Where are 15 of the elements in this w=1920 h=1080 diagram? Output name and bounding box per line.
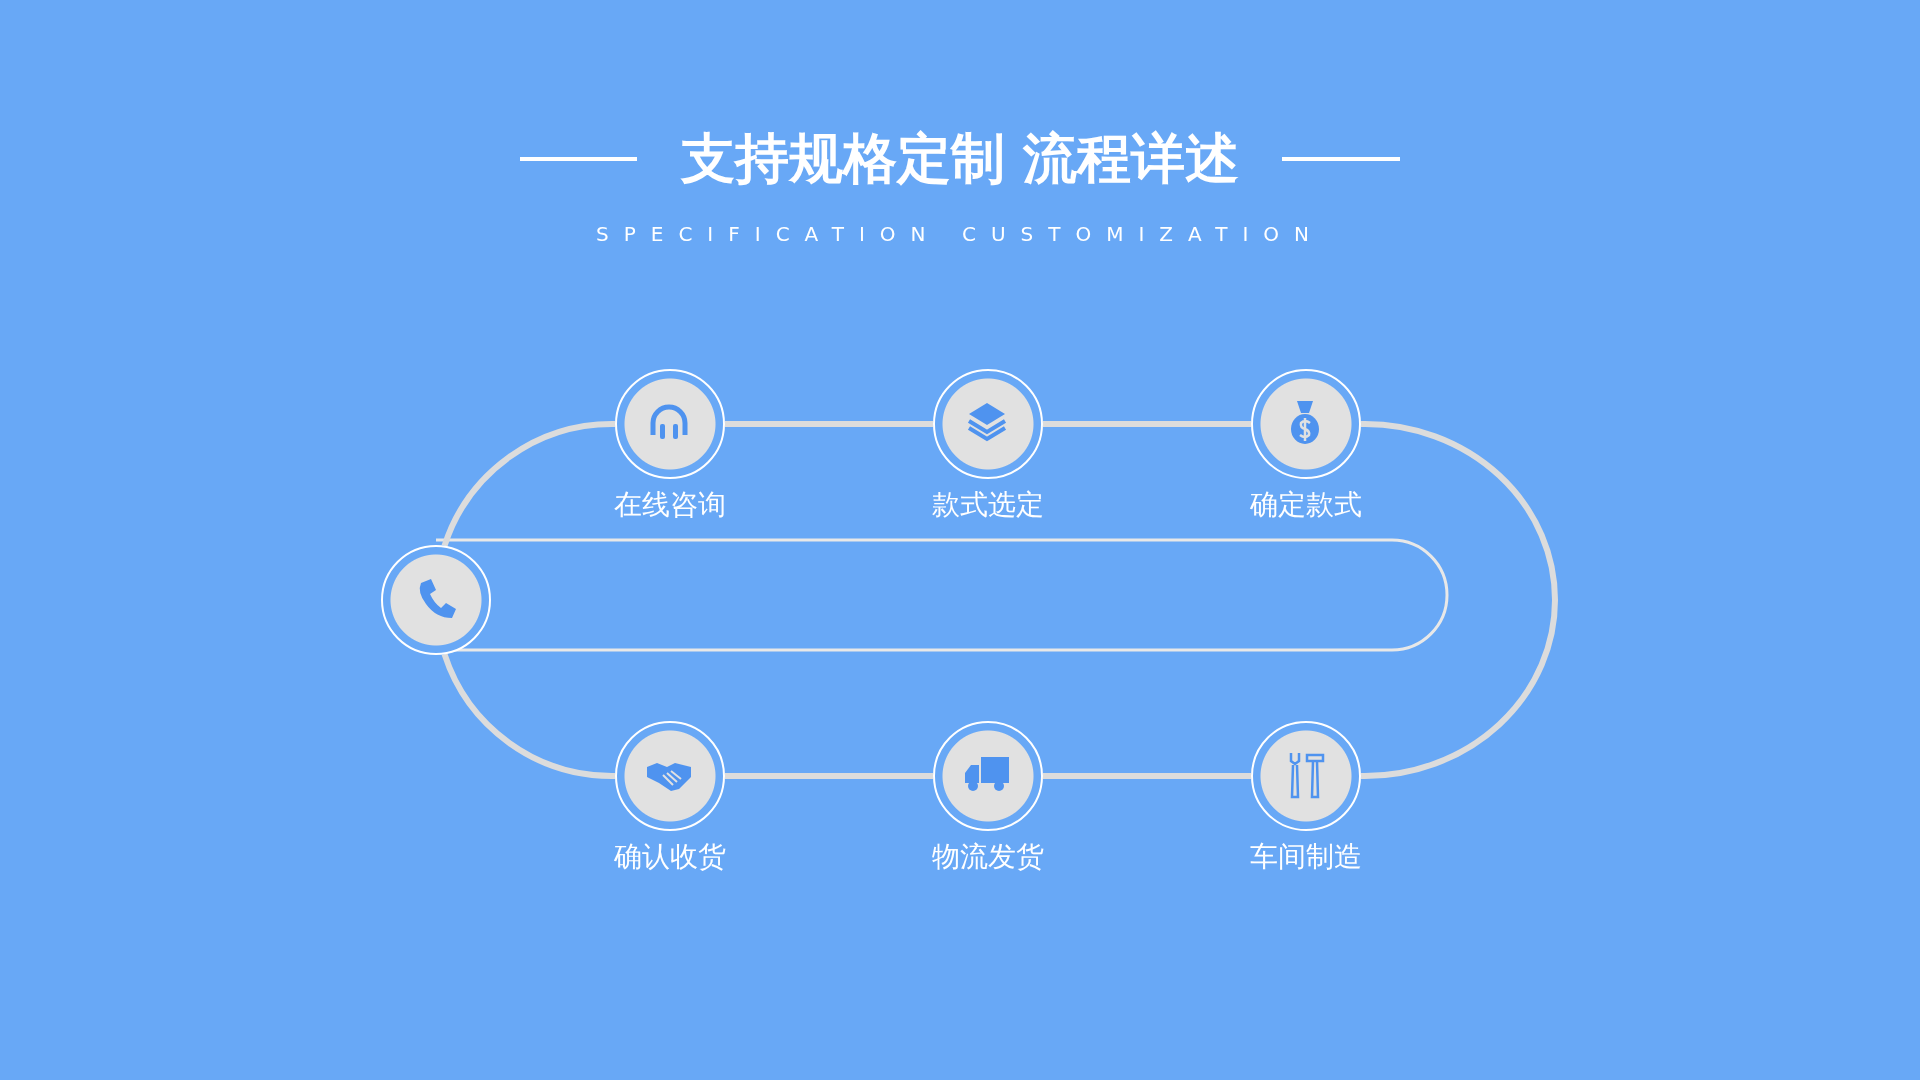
track-line bbox=[441, 421, 615, 547]
step-label: 在线咨询 bbox=[614, 487, 726, 523]
step-label: 确认收货 bbox=[614, 839, 726, 875]
track-line bbox=[1360, 421, 1558, 779]
track-line bbox=[441, 653, 615, 779]
track-line bbox=[725, 773, 933, 779]
step-label: 物流发货 bbox=[932, 839, 1044, 875]
track-line bbox=[1043, 773, 1251, 779]
subtitle: SPECIFICATION CUSTOMIZATION bbox=[596, 222, 1324, 246]
step-label: 车间制造 bbox=[1250, 839, 1362, 875]
track-line bbox=[725, 421, 933, 427]
step-label: 款式选定 bbox=[932, 487, 1044, 523]
title: 支持规格定制 流程详述 bbox=[680, 126, 1240, 192]
track-line bbox=[1043, 421, 1251, 427]
step-label: 确定款式 bbox=[1250, 487, 1362, 523]
